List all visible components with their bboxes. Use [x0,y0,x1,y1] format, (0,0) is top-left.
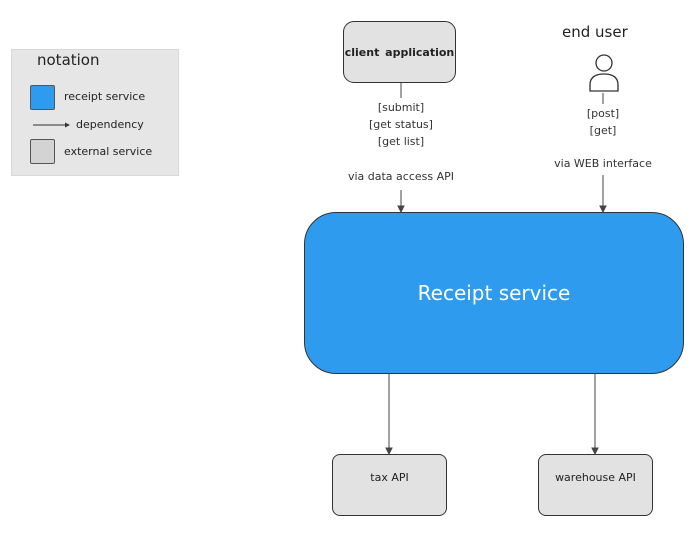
legend-label-receipt-service: receipt service [64,90,146,103]
end-user-label: end user [562,23,628,41]
user-icon [589,54,619,92]
user-arrowhead [599,205,607,214]
legend-label-dependency: dependency [76,118,144,131]
warehouse-api-node: warehouse API [538,454,653,516]
legend-title: notation [37,51,100,69]
warehouse-arrowhead [591,447,599,456]
tax-api-node: tax API [332,454,447,516]
client-arrowhead [397,205,405,214]
client-application-node: client application [343,21,456,83]
client-action-get-list: [get list] [377,135,425,148]
client-actions: [submit] [get status] [get list] [351,99,451,150]
legend-label-external-service: external service [64,145,153,158]
user-actions: [post] [get] [573,105,633,139]
client-action-get-status: [get status] [369,118,433,131]
dependency-arrow-icon [33,122,70,128]
user-action-post: [post] [586,107,620,120]
tax-arrowhead [385,447,393,456]
receipt-service-swatch [30,85,55,110]
user-action-get: [get] [589,124,617,137]
client-via-label: via data access API [347,170,455,183]
client-action-submit: [submit] [377,101,425,114]
notation-legend: notation receipt service dependency exte… [11,49,179,176]
user-via-label: via WEB interface [554,157,652,170]
external-service-swatch [30,139,55,164]
receipt-service-node: Receipt service [304,212,684,374]
